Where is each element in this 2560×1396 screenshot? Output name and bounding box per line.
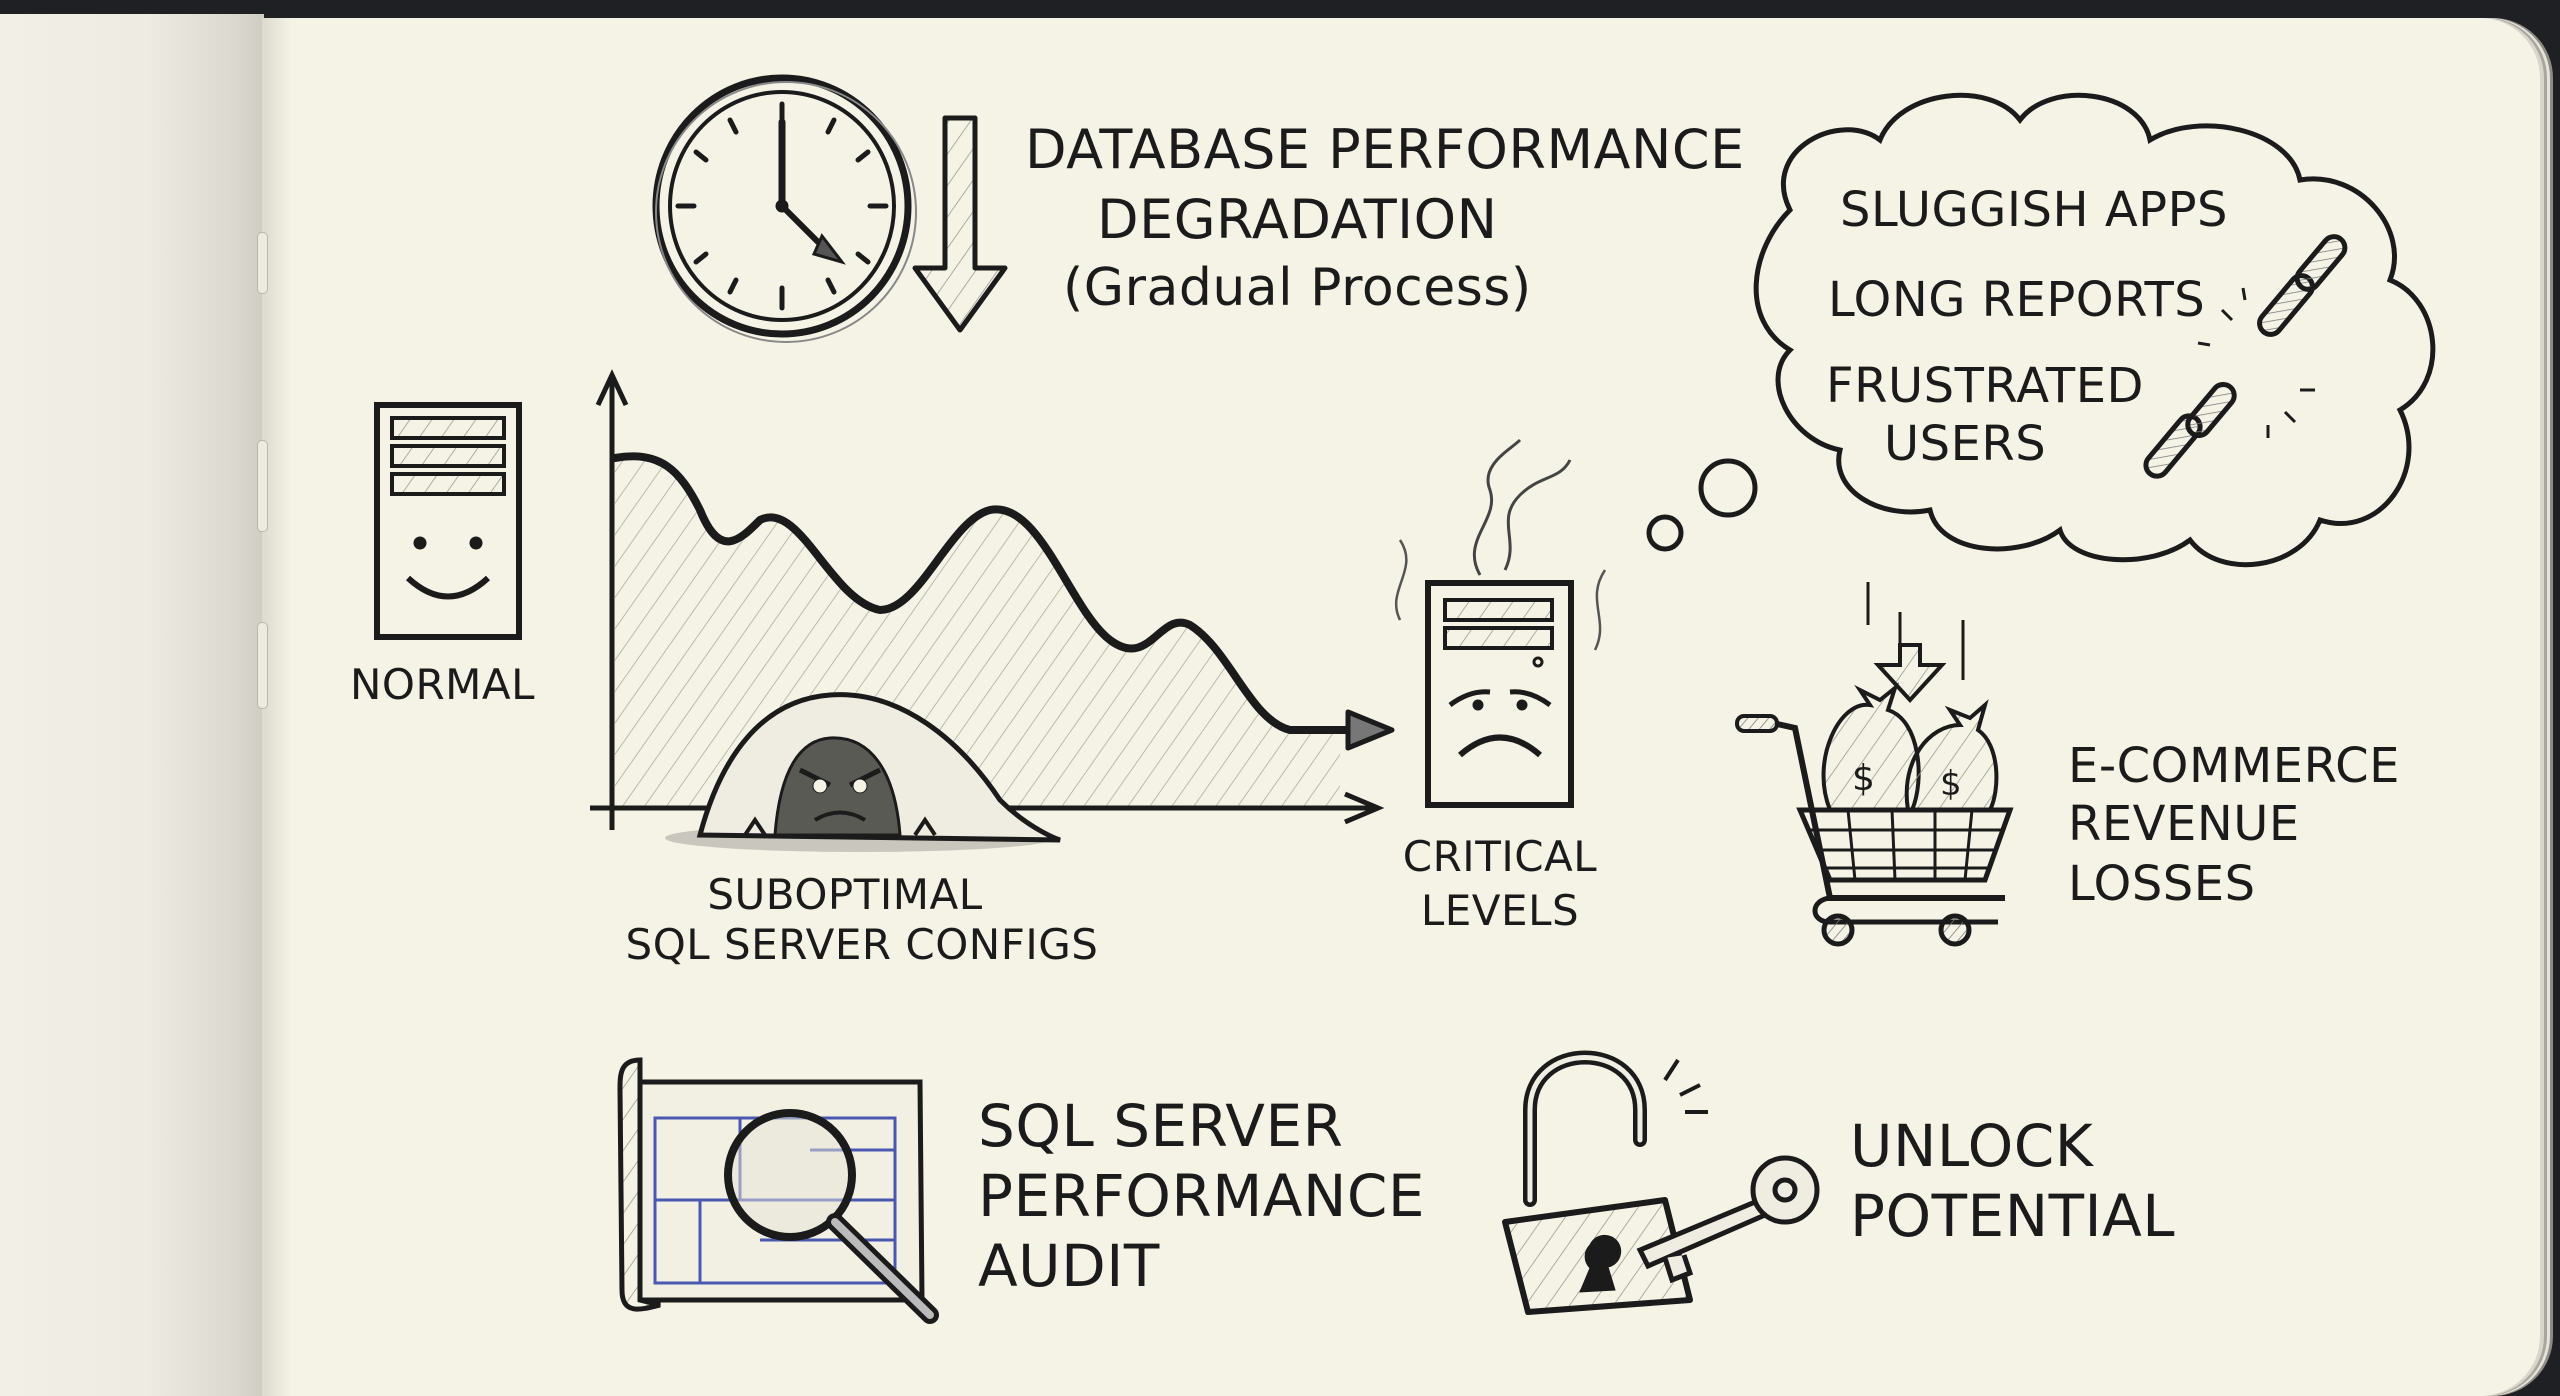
cloud-item-users: USERS	[1884, 416, 2047, 472]
impact-line2: REVENUE	[2068, 796, 2300, 852]
unlock-line1: UNLOCK	[1850, 1112, 2094, 1180]
binding-stitch	[257, 440, 268, 532]
label-suboptimal: SUBOPTIMAL	[707, 870, 983, 919]
binding-stitch	[257, 622, 268, 709]
label-critical: CRITICAL	[1402, 832, 1598, 881]
cloud-item-long-reports: LONG REPORTS	[1828, 272, 2206, 328]
down-arrow-icon	[912, 115, 1008, 333]
page-title: DATABASE PERFORMANCE	[1025, 118, 1745, 181]
label-levels: LEVELS	[1420, 886, 1580, 935]
page-title-line2: DEGRADATION	[1097, 188, 1498, 251]
audit-line2: PERFORMANCE	[978, 1162, 1425, 1230]
sad-overheating-server-icon	[1394, 438, 1607, 808]
performance-chart	[590, 369, 1395, 830]
svg-text:$: $	[1940, 764, 1962, 804]
binding-stitch	[257, 232, 268, 294]
thought-cloud	[1646, 92, 2436, 568]
impact-line3: LOSSES	[2068, 856, 2256, 912]
cloud-item-sluggish-apps: SLUGGISH APPS	[1840, 182, 2229, 238]
blueprint-magnifier-icon	[617, 1057, 939, 1324]
impact-line1: E-COMMERCE	[2068, 738, 2400, 794]
page-subtitle: (Gradual Process)	[1063, 258, 1532, 318]
audit-line3: AUDIT	[978, 1232, 1160, 1300]
shopping-cart-money-bags-icon: $ $	[1735, 582, 2014, 947]
audit-line1: SQL SERVER	[978, 1092, 1344, 1160]
clock-icon	[652, 74, 917, 343]
broken-chain-icon	[2143, 234, 2348, 479]
happy-server-icon	[374, 402, 522, 640]
key	[1636, 1155, 1820, 1284]
label-sql-server-configs: SQL SERVER CONFIGS	[625, 920, 1099, 969]
label-normal: NORMAL	[350, 660, 536, 709]
notebook-left-page	[0, 14, 264, 1396]
padlock-key-icon	[1502, 1050, 1820, 1315]
unlock-line2: POTENTIAL	[1850, 1182, 2176, 1250]
hidden-monster-icon	[665, 692, 1061, 852]
svg-text:$: $	[1852, 758, 1875, 799]
cloud-item-frustrated: FRUSTRATED	[1826, 358, 2145, 414]
